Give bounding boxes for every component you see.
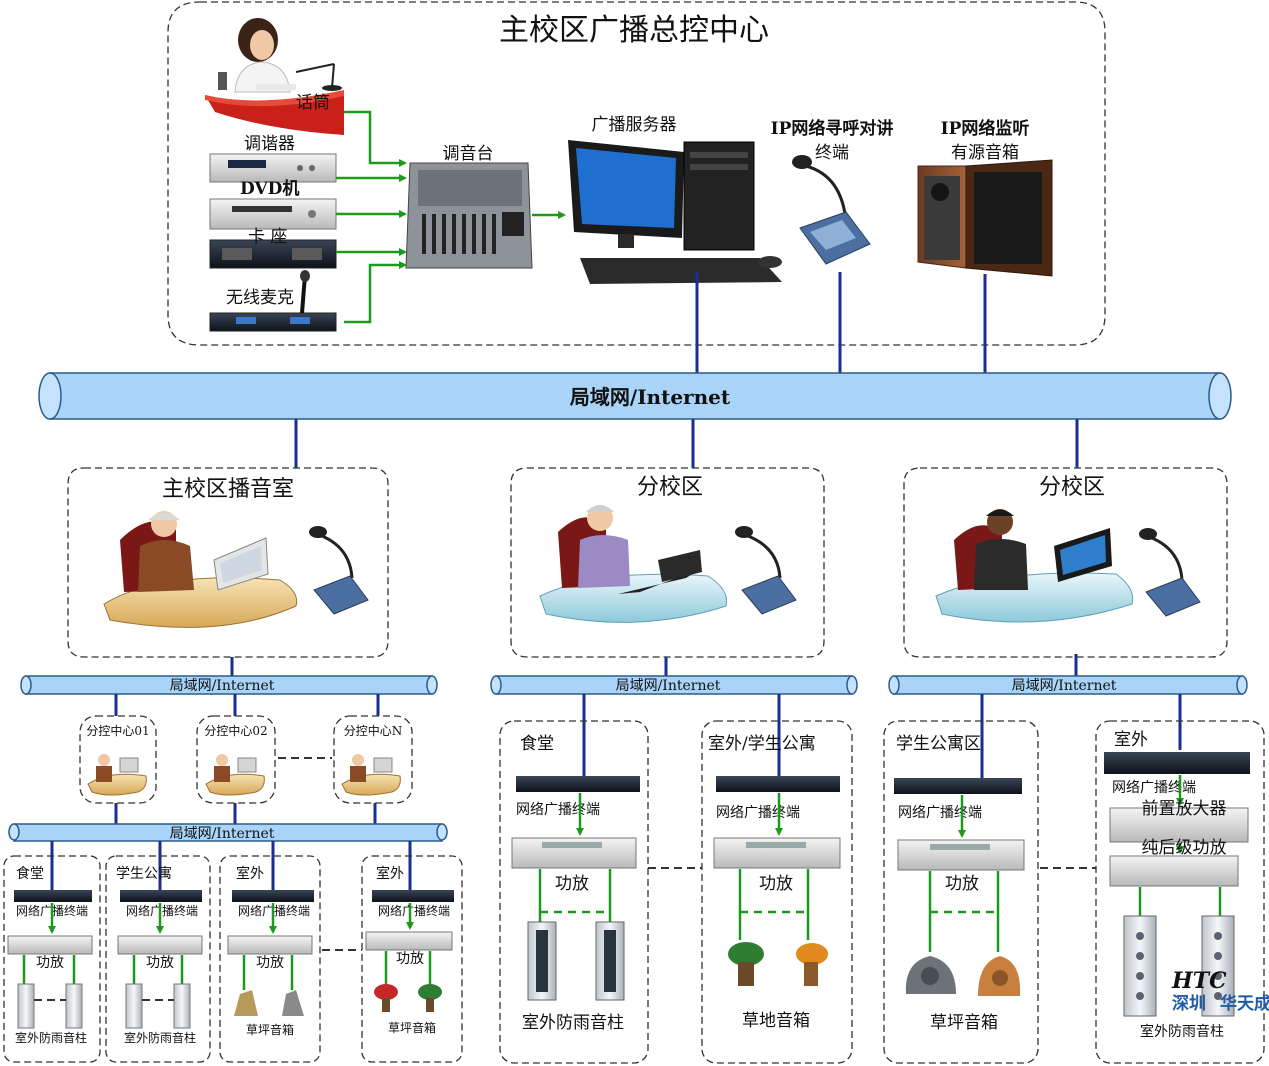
room-drops	[230, 654, 1078, 676]
left-zone-3-name: 室外	[236, 865, 264, 882]
left-zone-3-amp: 功放	[256, 955, 284, 971]
watermark-logo: HTC 深圳 华天成	[1171, 968, 1269, 1014]
right-zone-3-terminal: 网络广播终端	[898, 805, 982, 821]
dvd-device	[209, 198, 337, 230]
left-zone-3-speaker: 草坪音箱	[246, 1022, 294, 1037]
left-zone-2-amp: 功放	[146, 955, 174, 971]
backbone-network-pipe: 局域网/Internet	[38, 372, 1232, 420]
ip-intercom-label-line1: IP网络寻呼对讲	[771, 118, 894, 139]
right-zone-2-name: 室外/学生公寓	[708, 734, 816, 754]
right-zone-1-amp: 功放	[555, 874, 589, 894]
left-zone-2-name: 学生公寓	[116, 865, 172, 882]
watermark-company: 华天成	[1220, 993, 1269, 1014]
left-zone-1-speaker: 室外防雨音柱	[15, 1030, 87, 1045]
tuner-label: 调谐器	[244, 134, 295, 154]
left-zone-4-speaker: 草坪音箱	[388, 1020, 436, 1035]
watermark-logo-text: HTC	[1171, 968, 1227, 994]
wireless-mic-label: 无线麦克	[226, 288, 294, 308]
right-zone-1-speaker: 室外防雨音柱	[522, 1013, 624, 1033]
left-zone-4-name: 室外	[376, 865, 404, 882]
room-2-title: 分校区	[637, 475, 703, 500]
right-zone-4: 室外 网络广播终端 前置放大器 纯后级功放 室外防雨音柱	[1095, 720, 1265, 1064]
right-zone-4-speaker: 室外防雨音柱	[1140, 1023, 1224, 1040]
watermark-city: 深圳	[1172, 993, 1206, 1014]
left-zone-1: 食堂 网络广播终端 功放 室外防雨音柱	[3, 855, 101, 1063]
ip-monitor-label-line1: IP网络监听	[941, 118, 1030, 139]
right-zone-drops	[582, 694, 1182, 778]
right-zone-2-terminal: 网络广播终端	[716, 805, 800, 821]
right-zone-2: 室外/学生公寓 网络广播终端 功放 草地音箱	[701, 720, 853, 1064]
left-zone-1-amp: 功放	[36, 955, 64, 971]
room-3-title: 分校区	[1039, 475, 1105, 500]
right-zone-4-preamp: 前置放大器	[1142, 799, 1227, 819]
right-zone-4-name: 室外	[1114, 730, 1148, 750]
lan-1-label: 局域网/Internet	[170, 678, 275, 694]
center-network-drops	[695, 272, 987, 375]
broadcast-server-computer	[568, 140, 782, 284]
sub-center-01: 分控中心01	[79, 715, 157, 804]
room-branch-2: 分校区	[903, 467, 1228, 658]
wireless-mic-device	[209, 270, 337, 332]
left-zone-drops	[50, 841, 412, 892]
microphone-label: 话筒	[296, 93, 330, 113]
right-zone-3-name: 学生公寓区	[896, 734, 981, 754]
right-zone-1: 食堂 网络广播终端 功放 室外防雨音柱	[499, 720, 649, 1064]
left-zone-2-terminal: 网络广播终端	[126, 903, 198, 918]
cassette-deck-device	[209, 239, 337, 269]
right-zone-1-terminal: 网络广播终端	[516, 802, 600, 818]
left-zone-3: 室外 网络广播终端 功放 草坪音箱	[219, 855, 321, 1063]
left-zone-4: 室外 网络广播终端 功放 草坪音箱	[361, 855, 463, 1063]
main-center-title: 主校区广播总控中心	[499, 13, 769, 48]
ip-monitor-speaker	[917, 159, 1053, 277]
main-control-center: 主校区广播总控中心 话筒 调谐器 DVD机	[167, 1, 1106, 346]
mixer-label: 调音台	[443, 144, 494, 164]
sub-center-01-label: 分控中心01	[86, 723, 149, 738]
sub-center-n: 分控中心N	[333, 715, 413, 804]
right-zone-2-amp: 功放	[759, 874, 793, 894]
left-zone-1-name: 食堂	[16, 865, 44, 882]
right-zone-2-speaker: 草地音箱	[742, 1011, 810, 1031]
ip-intercom-label-line2: 终端	[815, 143, 849, 163]
sub-center-n-label: 分控中心N	[344, 723, 403, 738]
server-label: 广播服务器	[592, 115, 677, 135]
backbone-label: 局域网/Internet	[569, 385, 731, 409]
tuner-device	[209, 153, 337, 183]
lan-sub-label: 局域网/Internet	[170, 826, 275, 842]
sub-center-02: 分控中心02	[196, 715, 276, 804]
backbone-drops	[294, 419, 1079, 468]
left-zone-2-speaker: 室外防雨音柱	[124, 1030, 196, 1045]
dvd-label: DVD机	[240, 178, 299, 199]
right-zone-3-speaker: 草坪音箱	[930, 1013, 998, 1033]
lan-pipe-1: 局域网/Internet	[20, 675, 438, 695]
left-zone-2: 学生公寓 网络广播终端 功放 室外防雨音柱	[105, 855, 211, 1063]
lan-pipe-2: 局域网/Internet	[490, 675, 858, 695]
ip-monitor-label-line2: 有源音箱	[951, 143, 1019, 163]
lan-pipe-3: 局域网/Internet	[888, 675, 1248, 695]
right-zone-3-amp: 功放	[945, 874, 979, 894]
cassette-label: 卡 座	[248, 227, 287, 247]
room-branch-1: 分校区	[510, 467, 825, 658]
left-zone-4-amp: 功放	[396, 951, 424, 967]
ip-paging-intercom-terminal	[792, 155, 871, 265]
right-zone-1-name: 食堂	[520, 734, 554, 754]
lan-3-label: 局域网/Internet	[1012, 678, 1117, 694]
lan-pipe-sub: 局域网/Internet	[8, 823, 448, 842]
announcer-microphone-illustration	[205, 18, 344, 135]
left-zone-4-terminal: 网络广播终端	[378, 903, 450, 918]
sub-center-02-label: 分控中心02	[204, 723, 267, 738]
right-zone-3: 学生公寓区 网络广播终端 功放 草坪音箱	[883, 720, 1039, 1064]
sub-center-drops	[114, 694, 380, 824]
right-zone-4-power-amp: 纯后级功放	[1142, 838, 1227, 858]
mixer-device	[405, 162, 533, 269]
room-1-title: 主校区播音室	[162, 477, 294, 502]
right-zone-4-terminal: 网络广播终端	[1112, 780, 1196, 796]
lan-2-label: 局域网/Internet	[616, 678, 721, 694]
room-main-broadcast: 主校区播音室	[67, 467, 389, 658]
audio-input-lines	[336, 110, 566, 324]
